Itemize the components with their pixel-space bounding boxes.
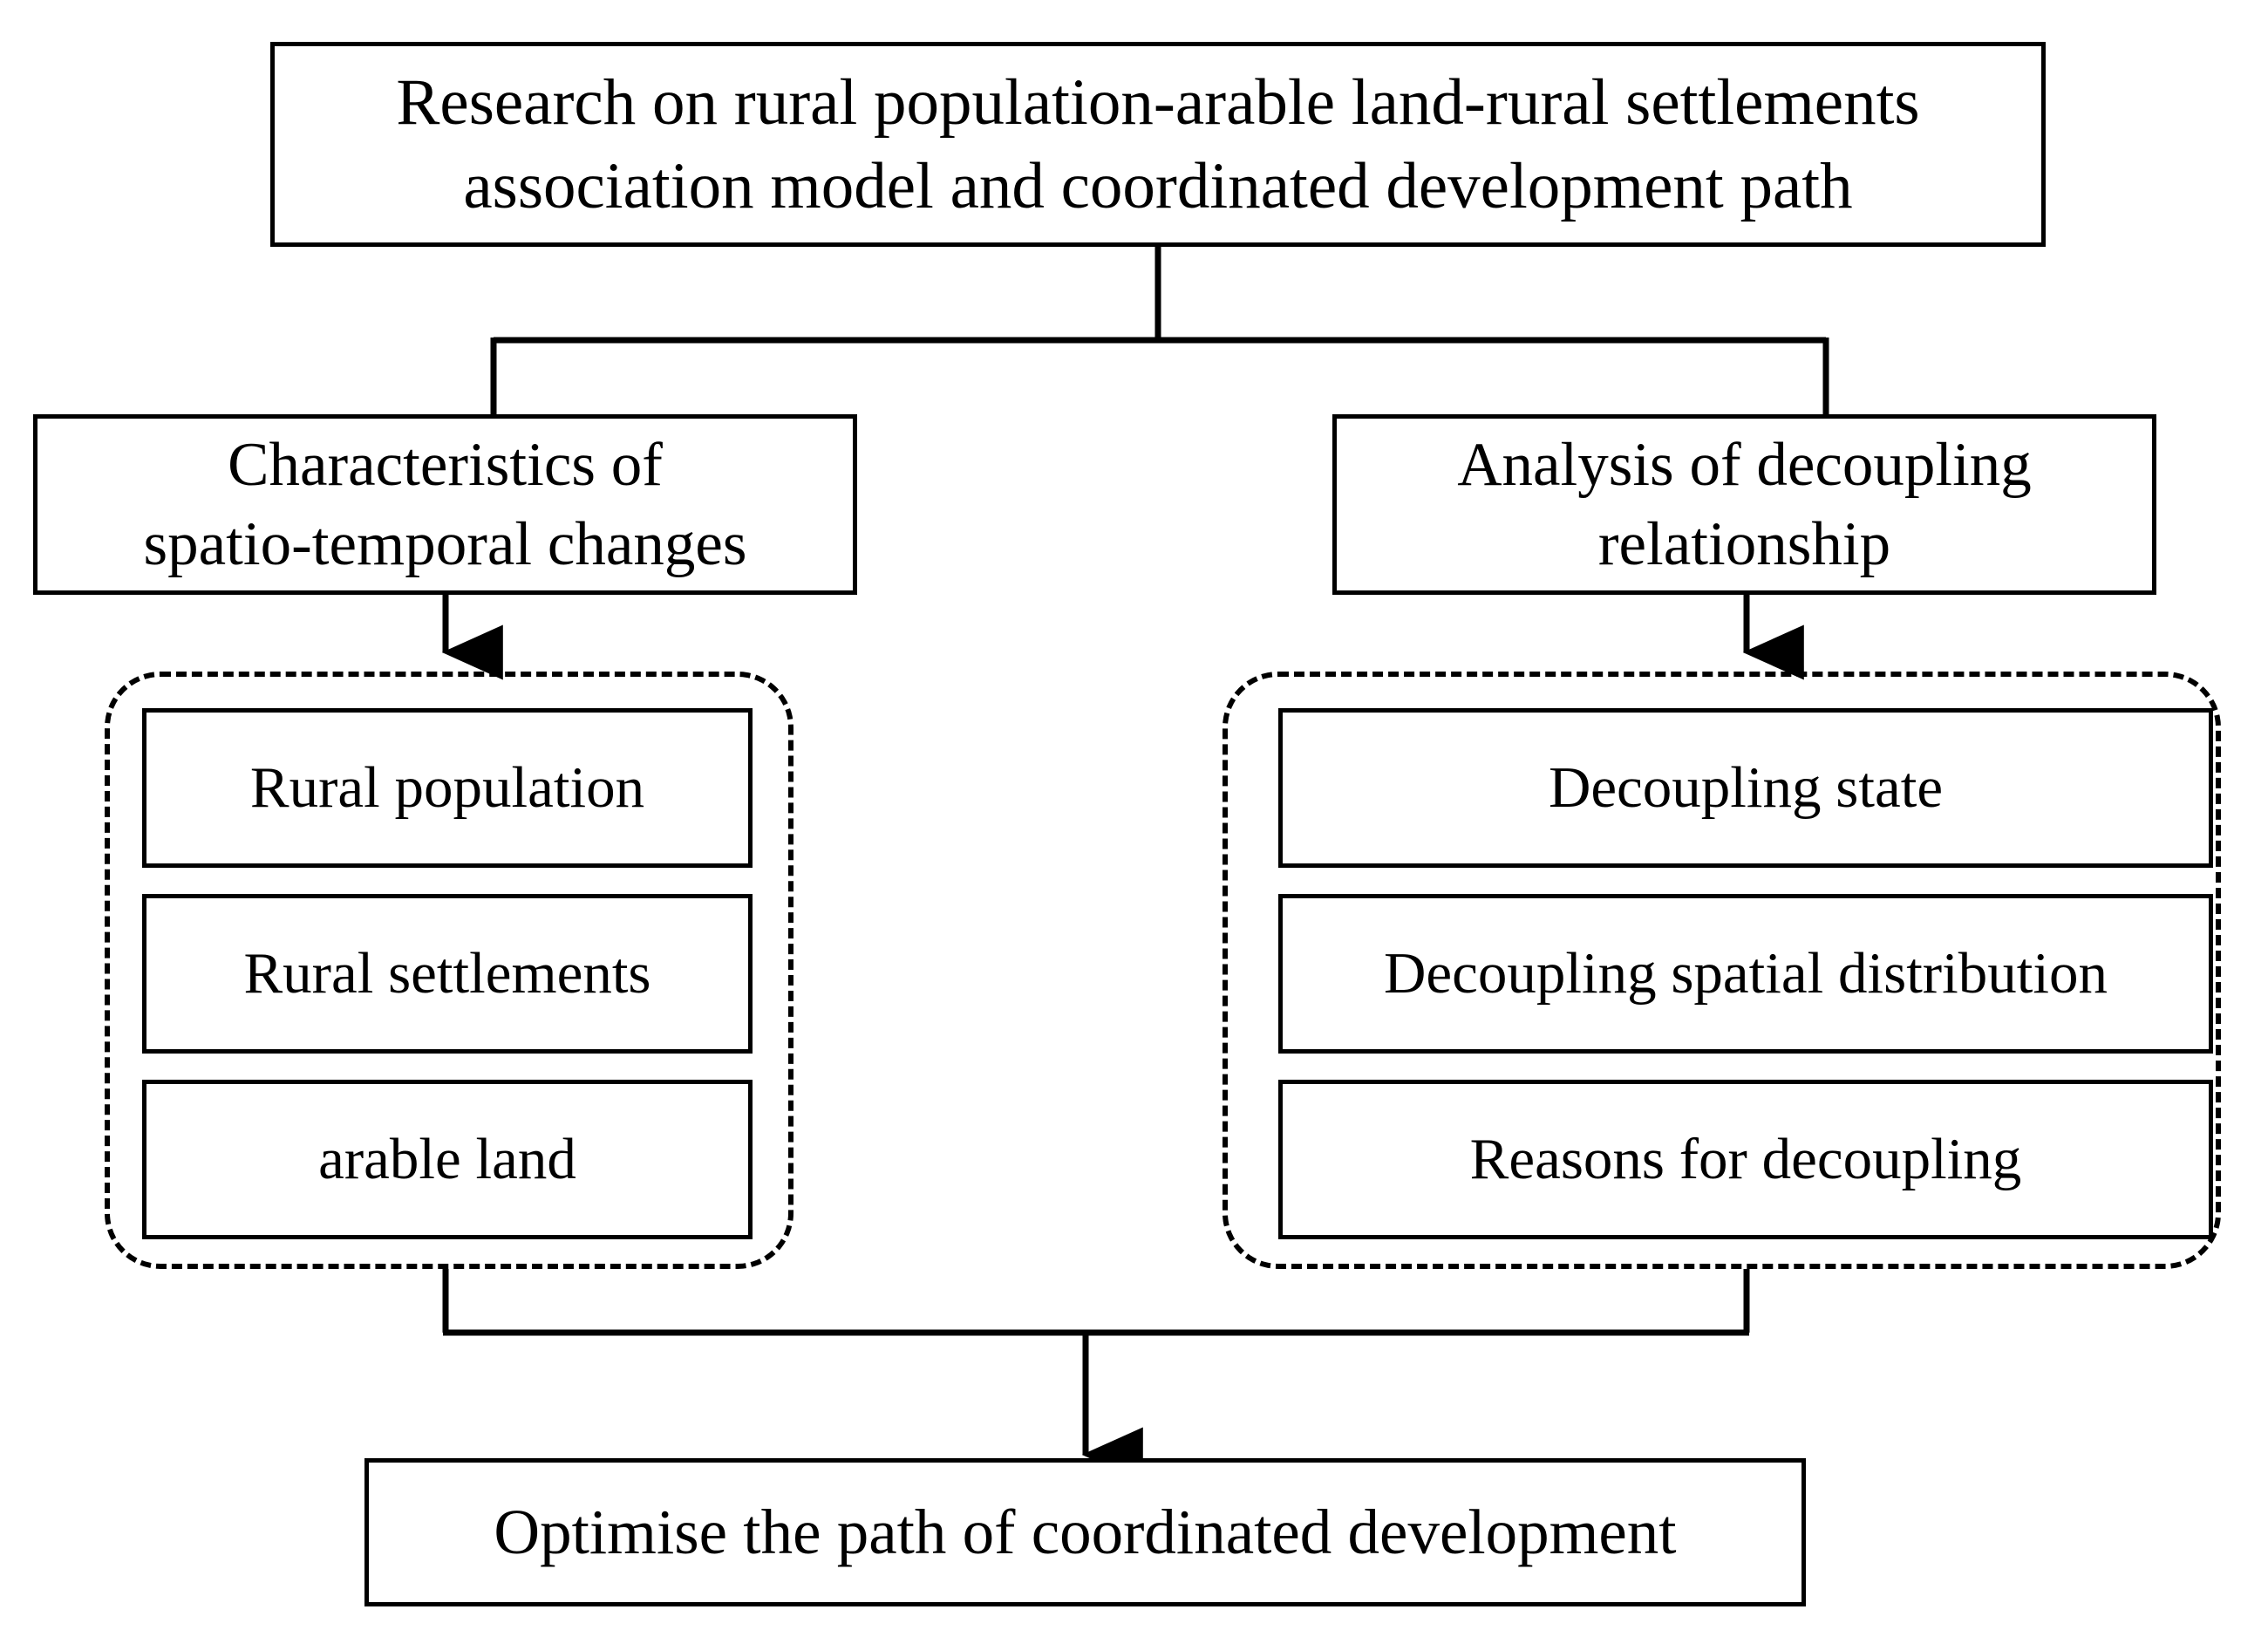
node-rural-settlements[interactable]: Rural settlements	[142, 894, 753, 1054]
node-research-title[interactable]: Research on rural population-arable land…	[270, 42, 2046, 247]
node-characteristics-label: Characteristics of spatio-temporal chang…	[143, 430, 747, 578]
node-research-title-label: Research on rural population-arable land…	[396, 65, 1920, 222]
node-reasons-for-decoupling-label: Reasons for decoupling	[1469, 1126, 2022, 1191]
node-characteristics[interactable]: Characteristics of spatio-temporal chang…	[33, 414, 857, 595]
dashed-group-decoupling	[1223, 672, 2221, 1269]
node-reasons-for-decoupling[interactable]: Reasons for decoupling	[1278, 1080, 2213, 1239]
dashed-group-characteristics	[105, 672, 793, 1269]
node-decoupling-analysis[interactable]: Analysis of decoupling relationship	[1332, 414, 2156, 595]
node-decoupling-analysis-label: Analysis of decoupling relationship	[1457, 430, 2032, 578]
node-arable-land-label: arable land	[318, 1126, 576, 1191]
node-optimise-path[interactable]: Optimise the path of coordinated develop…	[364, 1458, 1806, 1606]
node-rural-settlements-label: Rural settlements	[243, 940, 651, 1006]
node-decoupling-spatial-distribution-label: Decoupling spatial distribution	[1384, 940, 2108, 1006]
node-decoupling-state[interactable]: Decoupling state	[1278, 708, 2213, 868]
node-optimise-path-label: Optimise the path of coordinated develop…	[494, 1497, 1677, 1568]
node-rural-population[interactable]: Rural population	[142, 708, 753, 868]
node-rural-population-label: Rural population	[249, 754, 645, 820]
node-decoupling-spatial-distribution[interactable]: Decoupling spatial distribution	[1278, 894, 2213, 1054]
node-arable-land[interactable]: arable land	[142, 1080, 753, 1239]
node-decoupling-state-label: Decoupling state	[1548, 754, 1944, 820]
